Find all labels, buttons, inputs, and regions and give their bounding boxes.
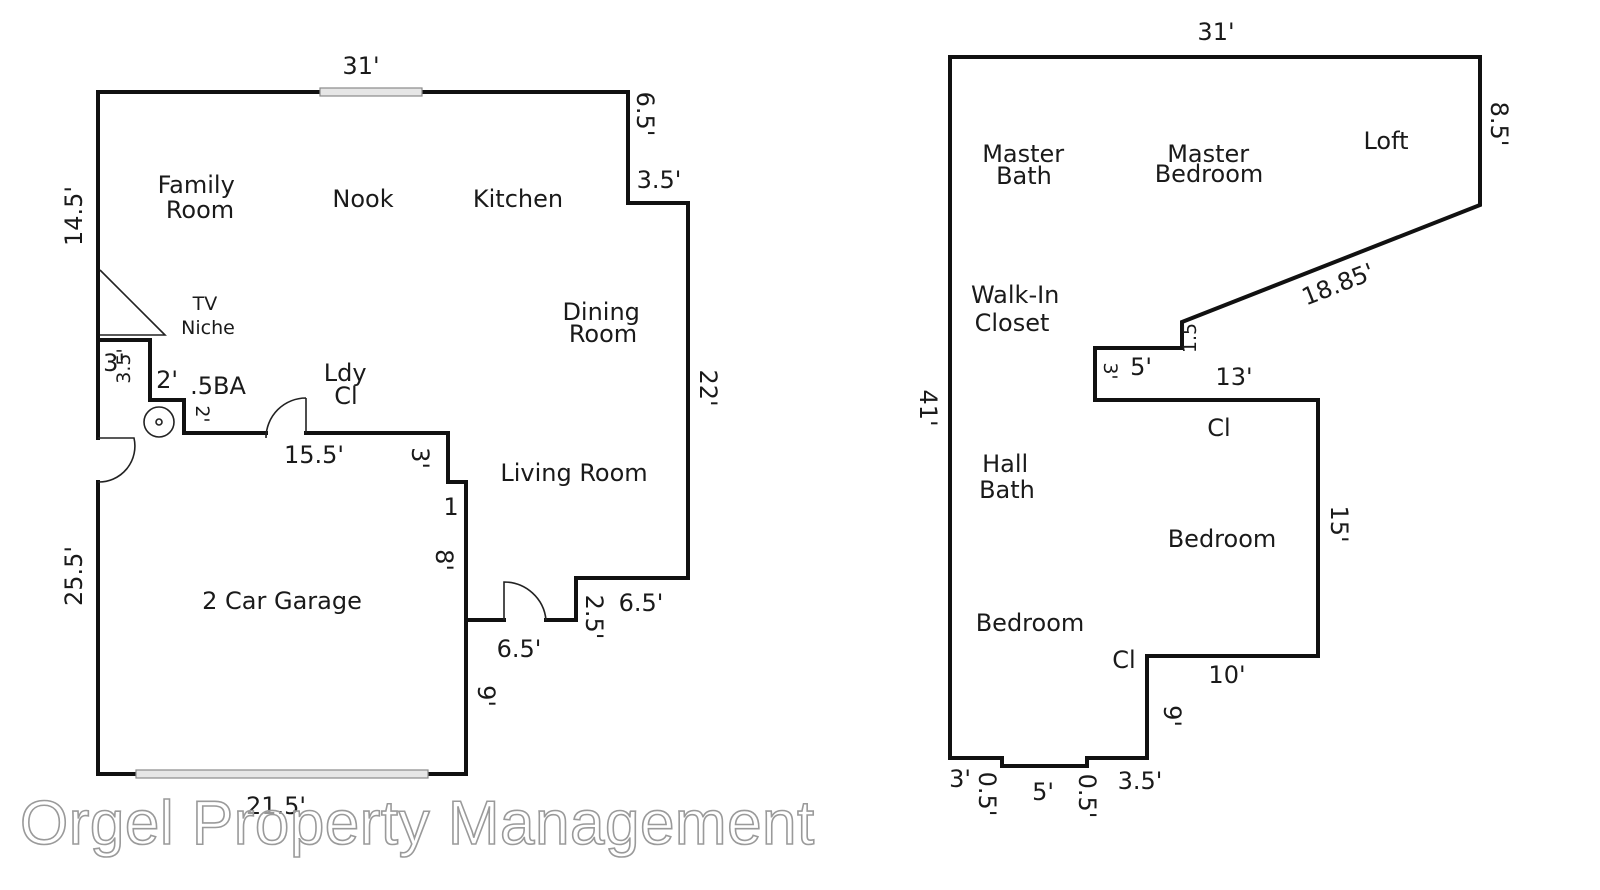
dim2-top: 31' [1197,18,1234,46]
window-top [319,87,423,97]
dim-right-top: 6.5' [631,92,659,137]
dim-step: 3.5' [637,166,682,194]
dim-jog: 3' [406,447,434,469]
half-bath-label: .5BA [190,372,246,400]
dim2-lower-side: 9' [1158,705,1186,727]
first-floor-walls [96,90,690,622]
master-bedroom-label: Master Bedroom [1155,140,1264,188]
dim-garage-right: 9' [472,685,500,707]
toilet-drain-icon [155,418,163,426]
bedroom-a-label: Bedroom [976,609,1085,637]
tv-niche-label: TV Niche [181,293,235,339]
dim2-step-v: 1.5 [1179,323,1201,353]
dim-garage-side: 8' [430,549,458,571]
first-floor-walls-lower [96,480,506,776]
door-swing-laundry [265,397,307,439]
dim2-right-top: 8.5' [1485,102,1513,147]
dim-hall: 15.5' [284,441,344,469]
living-room-label: Living Room [500,459,647,487]
dining-room-label: Dining Room [562,298,647,348]
dim2-left: 41' [914,389,942,426]
dim-bottom: 21.5' [246,792,306,820]
dim2-bottom-b: 0.5' [973,772,1001,817]
garage-wall [96,338,268,435]
dim-porch-b: 6.5' [619,589,664,617]
garage-door [135,769,429,779]
hall-wall [304,431,468,622]
second-floor-walls [948,55,1482,768]
nook-label: Nook [332,185,393,213]
walk-in-closet-label: Walk-In Closet [971,281,1067,337]
second-floor-plan: Master Bath Master Bedroom Loft Walk-In … [914,18,1513,818]
dim-right: 22' [694,369,722,406]
first-floor-plan: Family Room Nook Kitchen TV Niche Dining… [60,52,722,820]
toilet-icon [143,406,175,438]
dim-top: 31' [342,52,379,80]
dim2-right: 15' [1325,505,1353,542]
dim-bath-d: 2' [191,405,213,422]
kitchen-label: Kitchen [473,185,563,213]
dim2-bottom-a: 3' [949,765,971,793]
dim2-notch-h: 3' [1099,362,1121,379]
dim-left-top: 14.5' [60,186,88,246]
dim-bath-c: 2' [156,366,178,394]
dim2-bottom-d: 0.5' [1073,774,1101,819]
door-swing-porch [503,581,547,621]
dim-porch-a: 2.5' [580,595,608,640]
hall-bath-label: Hall Bath [979,450,1036,504]
dim-jog-b: 1 [443,493,458,521]
dim2-ledge-b: 10' [1208,661,1245,689]
dim2-bottom-c: 5' [1032,778,1054,806]
loft-label: Loft [1363,127,1408,155]
dim2-diagonal: 18.85' [1298,258,1378,312]
bedroom-b-label: Bedroom [1168,525,1277,553]
closet-a-label: Cl [1207,414,1230,442]
garage-label: 2 Car Garage [202,587,362,615]
laundry-closet-label: Ldy Cl [324,359,374,410]
dim2-ledge: 13' [1215,363,1252,391]
dim-porch-c: 6.5' [497,635,542,663]
dim-bath-b: 3.5' [113,348,135,383]
family-room-label: Family Room [158,171,243,224]
tv-niche-outline [99,269,167,336]
watermark-text: Orgel Property Management [19,788,815,859]
dim-bath-a: 3' [103,349,125,377]
door-swing-entry [97,437,136,483]
master-bath-label: Master Bath [982,140,1072,190]
dim-left-bottom: 25.5' [60,546,88,606]
dim2-bottom-e: 3.5' [1118,767,1163,795]
closet-b-label: Cl [1112,646,1135,674]
dim2-notch-w: 5' [1130,353,1152,381]
